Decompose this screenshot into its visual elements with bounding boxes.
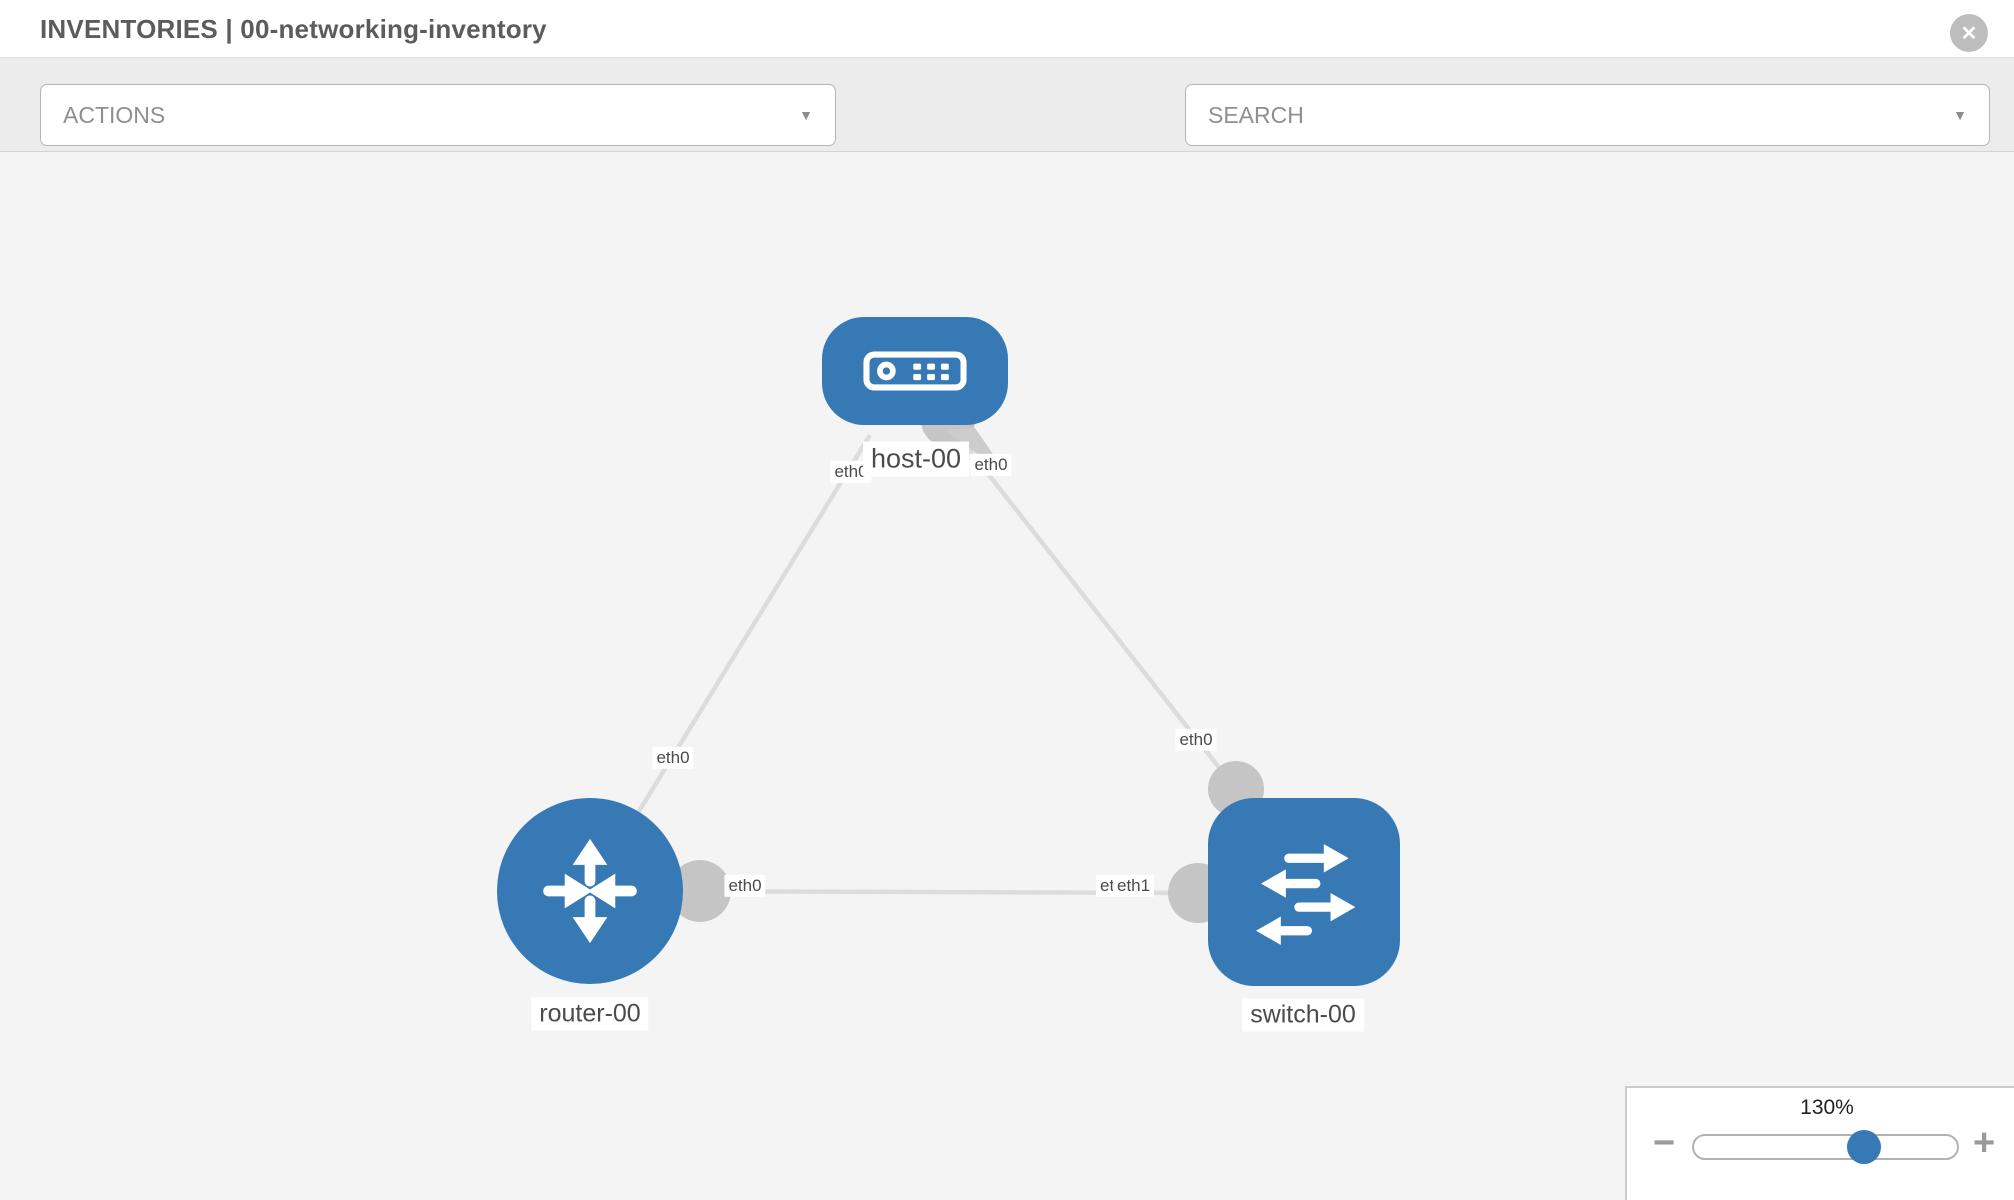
search-dropdown[interactable]: SEARCH ▼ <box>1185 84 1990 146</box>
chevron-down-icon: ▼ <box>1953 107 1967 123</box>
host-icon <box>863 351 967 391</box>
interface-label: eth0 <box>724 874 766 898</box>
node-label-switch-00: switch-00 <box>1242 998 1364 1032</box>
close-icon: ✕ <box>1960 22 1978 45</box>
links-layer <box>588 393 1264 923</box>
actions-dropdown-label: ACTIONS <box>63 101 166 128</box>
interface-label: eth0 <box>970 453 1012 477</box>
toolbar: ACTIONS ▼ SEARCH ▼ <box>0 58 2014 193</box>
interface-label: eth0 <box>830 460 872 484</box>
topology-canvas[interactable]: eth0 eth0 eth0 eth0 eth0 eth0 eth1 host-… <box>0 152 2014 1200</box>
close-button[interactable]: ✕ <box>1950 14 1988 52</box>
zoom-out-button[interactable]: − <box>1653 1122 1675 1165</box>
plus-icon: + <box>1973 1122 1996 1164</box>
node-router-00[interactable] <box>497 798 683 984</box>
header: INVENTORIES | 00-networking-inventory ✕ <box>0 0 2014 58</box>
node-label-router-00: router-00 <box>531 997 649 1031</box>
node-host-00[interactable] <box>822 317 1008 425</box>
page-title: INVENTORIES | 00-networking-inventory <box>40 14 547 44</box>
actions-dropdown[interactable]: ACTIONS ▼ <box>40 84 836 146</box>
chevron-down-icon: ▼ <box>799 107 813 123</box>
zoom-slider-knob[interactable] <box>1847 1130 1881 1164</box>
interface-label: eth0 <box>652 746 694 770</box>
interface-label: eth1 <box>1113 874 1155 898</box>
node-label-host-00: host-00 <box>862 441 970 477</box>
zoom-in-button[interactable]: + <box>1973 1122 1995 1165</box>
zoom-level: 130% <box>1800 1096 1854 1119</box>
zoom-panel: 130% − + <box>1625 1086 2014 1200</box>
search-dropdown-label: SEARCH <box>1208 101 1304 128</box>
switch-icon <box>1255 844 1356 945</box>
interface-port-router-eth0[interactable] <box>669 860 731 922</box>
node-switch-00[interactable] <box>1208 798 1400 986</box>
router-icon <box>543 838 637 944</box>
minus-icon: − <box>1653 1122 1676 1164</box>
interface-label: eth0 <box>1175 728 1217 752</box>
zoom-slider-track[interactable] <box>1692 1134 1959 1160</box>
